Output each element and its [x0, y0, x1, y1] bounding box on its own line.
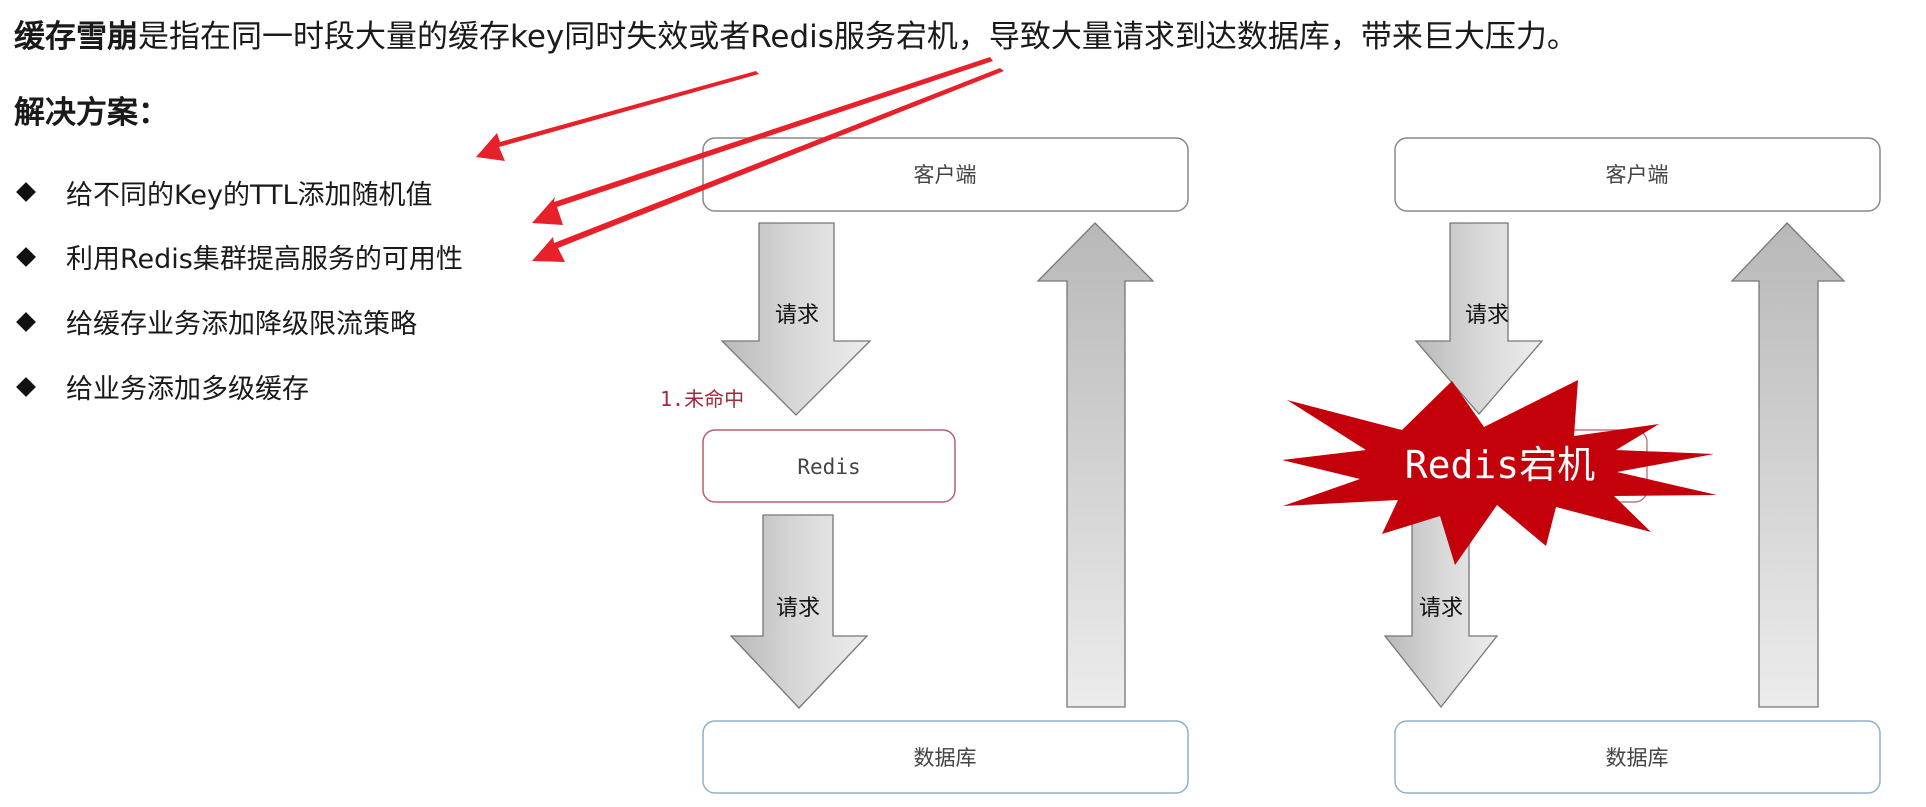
- solution-label: 给业务添加多级缓存: [66, 374, 309, 405]
- miss-label: 1.未命中: [660, 387, 744, 411]
- headline-description: 是指在同一时段大量的缓存key同时失效或者Redis服务宕机，导致大量请求到达数…: [138, 19, 1578, 55]
- solutions-title: 解决方案：: [14, 95, 169, 131]
- list-item: 给业务添加多级缓存: [16, 354, 463, 419]
- list-item: 给不同的Key的TTL添加随机值: [16, 160, 463, 224]
- list-item: 给缓存业务添加降级限流策略: [16, 289, 463, 354]
- database-label: 数据库: [914, 746, 977, 770]
- solutions-list: 给不同的Key的TTL添加随机值 利用Redis集群提高服务的可用性 给缓存业务…: [16, 160, 463, 419]
- response-arrow-up-icon: [1036, 222, 1155, 708]
- client-box: [702, 137, 1189, 212]
- request-label: 请求: [1419, 596, 1463, 621]
- database-box: [1394, 720, 1881, 794]
- solution-label: 给不同的Key的TTL添加随机值: [66, 179, 433, 211]
- client-label: 客户端: [914, 163, 977, 187]
- client-label: 客户端: [1606, 163, 1669, 187]
- red-arrow-icon: [532, 57, 993, 225]
- left-diagram: 客户端 请求 1.未命中 Redis 请求 数据库: [660, 137, 1189, 794]
- request-arrow-down-icon: [729, 514, 869, 709]
- red-arrow-icon: [532, 68, 1004, 262]
- solution-label: 给缓存业务添加降级限流策略: [66, 309, 417, 340]
- crash-starburst-icon: [1282, 380, 1717, 565]
- redis-box: [702, 429, 956, 503]
- solution-label: 利用Redis集群提高服务的可用性: [66, 244, 463, 275]
- redis-label: Redis: [797, 455, 860, 479]
- database-label: 数据库: [1606, 746, 1669, 770]
- crash-label: Redis宕机: [1405, 443, 1595, 487]
- request-label: 请求: [776, 596, 820, 621]
- red-arrow-icon: [476, 71, 759, 161]
- annotation-arrows: [476, 57, 1004, 262]
- request-label: 请求: [1465, 303, 1509, 328]
- request-label: 请求: [775, 303, 819, 328]
- database-box: [702, 720, 1189, 794]
- headline: 缓存雪崩是指在同一时段大量的缓存key同时失效或者Redis服务宕机，导致大量请…: [14, 16, 1578, 58]
- list-item: 利用Redis集群提高服务的可用性: [16, 224, 463, 289]
- client-box: [1394, 137, 1881, 212]
- headline-term: 缓存雪崩: [14, 19, 138, 55]
- response-arrow-up-icon: [1730, 222, 1846, 708]
- right-diagram: 客户端 请求 请求 Redis宕机 数据库: [1282, 137, 1881, 794]
- request-arrow-down-icon: [1414, 222, 1544, 415]
- request-arrow-down-icon: [720, 222, 872, 416]
